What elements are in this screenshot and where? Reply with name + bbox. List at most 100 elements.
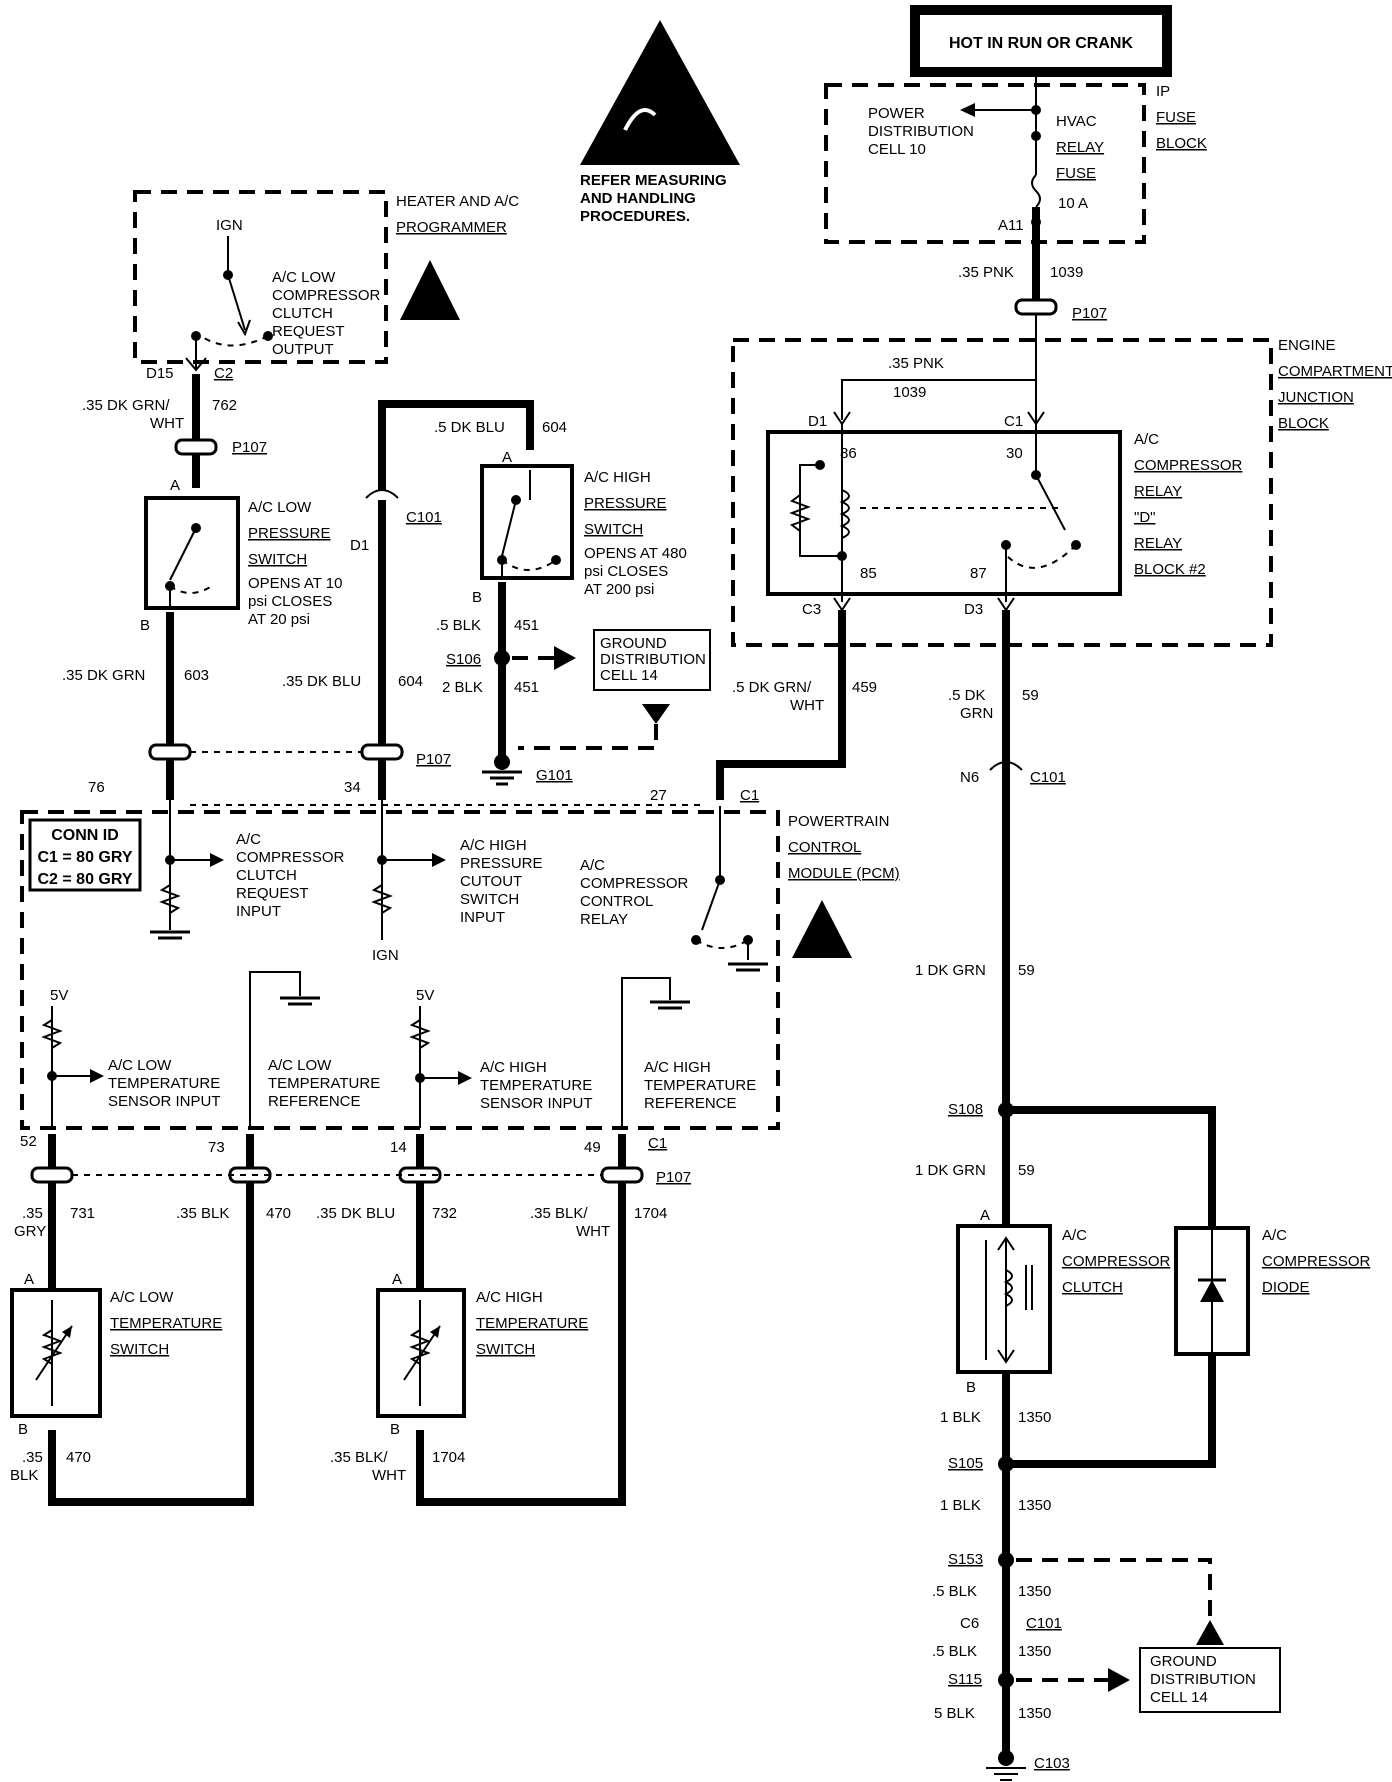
svg-text:C1: C1: [740, 787, 759, 804]
svg-text:IP: IP: [1156, 83, 1170, 100]
heater-ac-programmer: HEATER AND A/C PROGRAMMER IGN A/C LOW CO…: [133, 190, 519, 364]
svg-text:S115: S115: [948, 1671, 982, 1688]
svg-text:TEMPERATURE: TEMPERATURE: [644, 1077, 756, 1094]
svg-text:604: 604: [398, 673, 423, 690]
svg-text:.35 DK BLU: .35 DK BLU: [316, 1205, 395, 1222]
svg-text:C101: C101: [406, 509, 442, 526]
svg-text:30: 30: [1006, 445, 1023, 462]
svg-text:WHT: WHT: [790, 697, 824, 714]
svg-text:A: A: [24, 1271, 34, 1288]
svg-text:A/C: A/C: [1062, 1227, 1087, 1244]
svg-text:C6: C6: [960, 1615, 979, 1632]
svg-text:G101: G101: [536, 767, 573, 784]
svg-text:D1: D1: [808, 413, 827, 430]
connector-p107-left: [174, 438, 218, 456]
svg-text:1039: 1039: [893, 384, 926, 401]
svg-text:14: 14: [390, 1139, 407, 1156]
svg-text:WHT: WHT: [150, 415, 184, 432]
svg-text:GROUND: GROUND: [1150, 1653, 1217, 1670]
svg-text:CUTOUT: CUTOUT: [460, 873, 522, 890]
esd-pcm-icon: [792, 900, 852, 958]
svg-text:COMPRESSOR: COMPRESSOR: [580, 875, 689, 892]
svg-text:.35 PNK: .35 PNK: [888, 355, 944, 372]
ground-distribution-box-top: [593, 629, 711, 691]
svg-text:B: B: [18, 1421, 28, 1438]
svg-text:TEMPERATURE: TEMPERATURE: [480, 1077, 592, 1094]
svg-text:A/C LOW: A/C LOW: [268, 1057, 332, 1074]
svg-text:P107: P107: [232, 439, 267, 456]
svg-text:1350: 1350: [1018, 1409, 1051, 1426]
svg-text:DISTRIBUTION: DISTRIBUTION: [1150, 1671, 1256, 1688]
svg-text:SWITCH: SWITCH: [584, 521, 643, 538]
compressor-clutch: [956, 1224, 1052, 1374]
hot-in-run-label: HOT IN RUN OR CRANK: [949, 35, 1133, 52]
svg-text:.5 DK BLU: .5 DK BLU: [434, 419, 505, 436]
svg-text:10 A: 10 A: [1058, 195, 1088, 212]
svg-text:1 DK GRN: 1 DK GRN: [915, 962, 986, 979]
svg-text:A/C: A/C: [580, 857, 605, 874]
svg-text:"D": "D": [1134, 509, 1155, 526]
ip-fuse-block: IP FUSE BLOCK POWER DISTRIBUTION CELL 10…: [824, 83, 1207, 244]
svg-text:87: 87: [970, 565, 987, 582]
svg-text:S108: S108: [948, 1101, 983, 1118]
svg-text:N6: N6: [960, 769, 979, 786]
svg-text:A: A: [392, 1271, 402, 1288]
svg-text:CLUTCH: CLUTCH: [1062, 1279, 1123, 1296]
svg-text:49: 49: [584, 1139, 601, 1156]
ground-distribution-box-bottom: [1139, 1647, 1281, 1713]
svg-text:A/C HIGH: A/C HIGH: [584, 469, 651, 486]
svg-text:RELAY: RELAY: [1134, 535, 1182, 552]
svg-text:A: A: [980, 1207, 990, 1224]
svg-text:COMPRESSOR: COMPRESSOR: [236, 849, 345, 866]
svg-text:A/C: A/C: [1134, 431, 1159, 448]
svg-text:DIODE: DIODE: [1262, 1279, 1310, 1296]
svg-text:A/C HIGH: A/C HIGH: [644, 1059, 711, 1076]
svg-text:.35 BLK/: .35 BLK/: [530, 1205, 588, 1222]
svg-text:DISTRIBUTION: DISTRIBUTION: [868, 123, 974, 140]
svg-text:A: A: [502, 449, 512, 466]
svg-text:COMPRESSOR: COMPRESSOR: [1062, 1253, 1171, 1270]
svg-text:59: 59: [1018, 1162, 1035, 1179]
svg-text:AND HANDLING: AND HANDLING: [580, 190, 696, 207]
svg-text:459: 459: [852, 679, 877, 696]
svg-text:DISTRIBUTION: DISTRIBUTION: [600, 651, 706, 668]
relay-box: [766, 430, 1122, 596]
svg-text:RELAY: RELAY: [580, 911, 628, 928]
svg-text:CLUTCH: CLUTCH: [236, 867, 297, 884]
svg-text:P107: P107: [416, 751, 451, 768]
diode-icon: [1200, 1280, 1224, 1302]
svg-text:TEMPERATURE: TEMPERATURE: [268, 1075, 380, 1092]
svg-text:59: 59: [1022, 687, 1039, 704]
svg-text:JUNCTION: JUNCTION: [1278, 389, 1354, 406]
svg-text:SWITCH: SWITCH: [110, 1341, 169, 1358]
svg-text:.35 DK GRN/: .35 DK GRN/: [82, 397, 170, 414]
svg-text:C2 = 80 GRY: C2 = 80 GRY: [37, 871, 132, 888]
svg-text:C103: C103: [1034, 1755, 1070, 1772]
svg-text:1 BLK: 1 BLK: [940, 1409, 981, 1426]
svg-text:GRN: GRN: [960, 705, 993, 722]
svg-text:1704: 1704: [432, 1449, 465, 1466]
svg-text:COMPARTMENT: COMPARTMENT: [1278, 363, 1392, 380]
svg-text:CLUTCH: CLUTCH: [272, 305, 333, 322]
clutch-coil-icon: [1003, 1269, 1013, 1307]
esd-small-icon: [400, 260, 460, 320]
svg-text:TEMPERATURE: TEMPERATURE: [110, 1315, 222, 1332]
arrow-left-icon: [960, 103, 975, 117]
svg-text:76: 76: [88, 779, 105, 796]
svg-text:D15: D15: [146, 365, 174, 382]
svg-text:A/C HIGH: A/C HIGH: [480, 1059, 547, 1076]
svg-text:470: 470: [266, 1205, 291, 1222]
svg-text:C101: C101: [1030, 769, 1066, 786]
svg-text:604: 604: [542, 419, 567, 436]
svg-text:A11: A11: [998, 217, 1024, 234]
svg-text:B: B: [390, 1421, 400, 1438]
svg-text:B: B: [472, 589, 482, 606]
svg-text:A/C LOW: A/C LOW: [110, 1289, 174, 1306]
svg-text:REQUEST: REQUEST: [272, 323, 345, 340]
svg-text:1 BLK: 1 BLK: [940, 1497, 981, 1514]
svg-text:470: 470: [66, 1449, 91, 1466]
svg-text:IGN: IGN: [216, 217, 243, 234]
svg-text:A/C: A/C: [236, 831, 261, 848]
svg-text:HEATER AND A/C: HEATER AND A/C: [396, 193, 519, 210]
